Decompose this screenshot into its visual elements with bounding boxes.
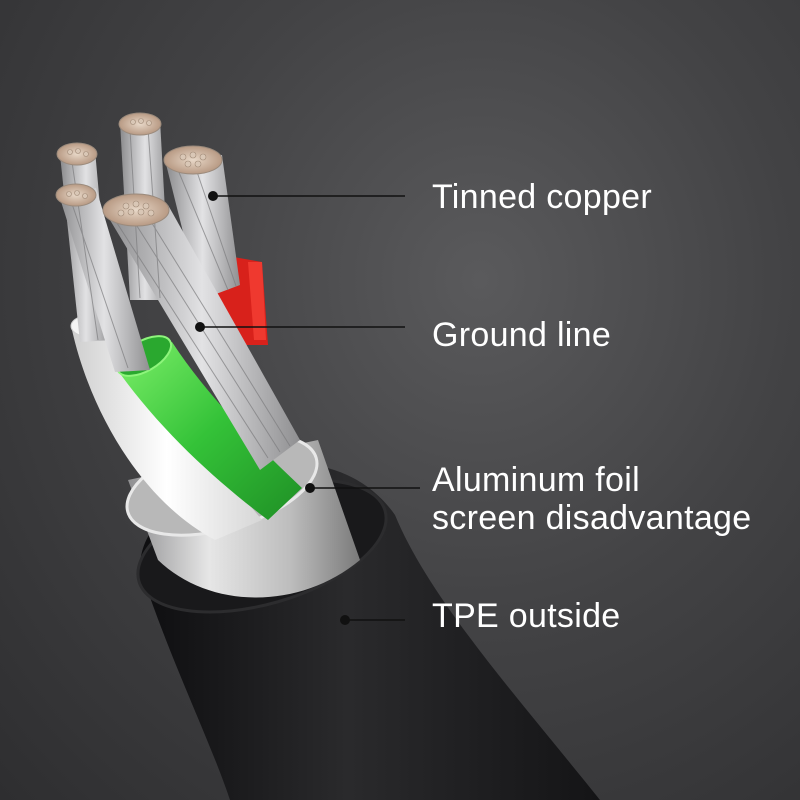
leader-lines [200, 195, 420, 621]
dot-tpe [340, 615, 350, 625]
label-ground-line: Ground line [432, 316, 612, 354]
dot-tinned-copper [208, 191, 218, 201]
copper-tips [55, 112, 223, 227]
leader-dots [195, 191, 350, 625]
label-aluminum-foil-line2: screen disadvantage [432, 499, 752, 537]
label-tpe-outside: TPE outside [432, 597, 621, 635]
label-tinned-copper: Tinned copper [432, 178, 653, 216]
label-aluminum-foil: Aluminum foil screen disadvantage [432, 461, 751, 537]
green-wire [116, 342, 302, 520]
dot-ground [195, 322, 205, 332]
label-aluminum-foil-line1: Aluminum foil [432, 461, 640, 499]
dot-foil [305, 483, 315, 493]
